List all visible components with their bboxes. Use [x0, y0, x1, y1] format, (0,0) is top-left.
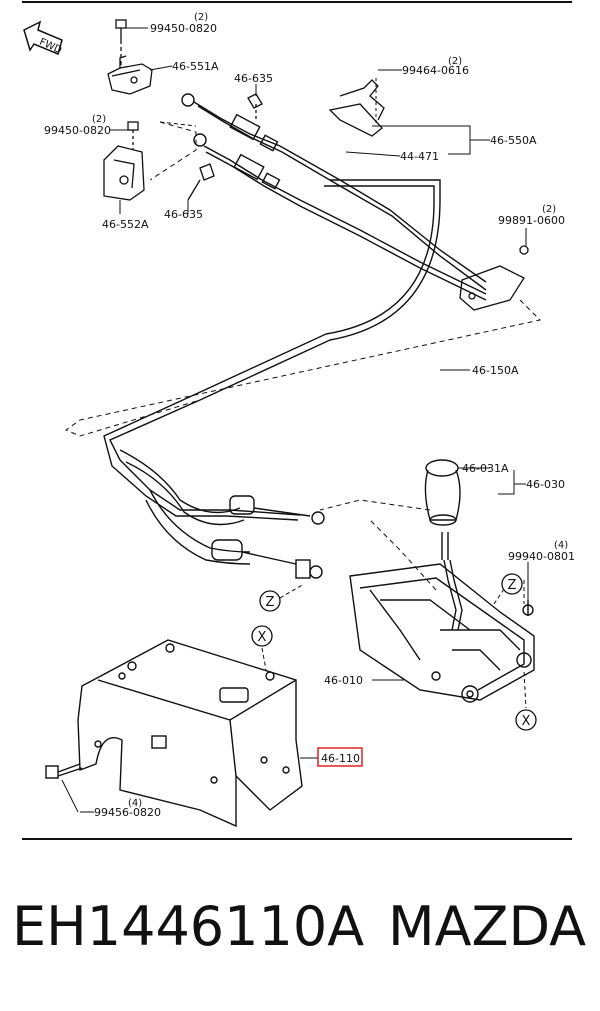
- highlight-box-46-110: [317, 747, 363, 767]
- label-46-150a: 46-150A: [472, 364, 519, 377]
- label-99464-0616: 99464-0616: [402, 64, 469, 77]
- cable-ends-lower: [119, 449, 325, 579]
- shift-bracket-46-110: [77, 639, 303, 828]
- exploded-parts-diagram: FWD: [22, 1, 575, 840]
- shift-lever: [441, 532, 463, 631]
- label-46-552a: 46-552A: [102, 218, 149, 231]
- bolt-lower-left: [45, 763, 83, 779]
- brand-name: MAZDA: [388, 895, 587, 958]
- ref-marker-x-left: X: [251, 625, 273, 647]
- svg-text:Z: Z: [508, 578, 517, 593]
- label-46-010: 46-010: [324, 674, 363, 687]
- part-number: EH1446110A: [12, 895, 365, 958]
- label-99940-0801: 99940-0801: [508, 550, 575, 563]
- label-99450-0820-top: 99450-0820: [150, 22, 217, 35]
- fwd-arrow-icon: FWD: [23, 20, 64, 56]
- svg-text:Z: Z: [266, 595, 275, 610]
- label-46-635-lower: 46-635: [164, 208, 203, 221]
- cable-bracket-right: [459, 245, 529, 311]
- clip-46-635-upper: [247, 93, 263, 120]
- svg-text:X: X: [522, 714, 531, 729]
- footer: EH1446110A MAZDA: [0, 895, 600, 975]
- svg-text:X: X: [258, 630, 267, 645]
- qty-99450-0820-mid: (2): [92, 114, 106, 125]
- label-44-471: 44-471: [400, 150, 439, 163]
- shift-base-assembly: [349, 563, 535, 703]
- label-46-030: 46-030: [526, 478, 565, 491]
- shift-knob: [424, 459, 461, 526]
- qty-99891-0600: (2): [542, 204, 556, 215]
- ref-marker-z-left: Z: [259, 590, 281, 612]
- qty-99940-0801: (4): [554, 540, 568, 551]
- ref-marker-z-right: Z: [501, 573, 523, 595]
- label-46-551a: 46-551A: [172, 60, 219, 73]
- qty-99456-0820: (4): [128, 798, 142, 809]
- bracket-46-551a: [107, 55, 153, 95]
- bracket-46-552a: [103, 145, 145, 201]
- qty-99450-0820-top: (2): [194, 12, 208, 23]
- clip-46-635-lower: [187, 163, 215, 201]
- label-99450-0820-mid: 99450-0820: [44, 124, 111, 137]
- label-46-550a: 46-550A: [490, 134, 537, 147]
- bolt-top-left: [115, 19, 127, 68]
- qty-99464-0616: (2): [448, 56, 462, 67]
- label-99456-0820: 99456-0820: [94, 806, 161, 819]
- bolt-left-mid: [127, 121, 139, 150]
- label-46-635-top: 46-635: [234, 72, 273, 85]
- shift-cable-assembly: [103, 93, 487, 521]
- label-46-031a: 46-031A: [462, 462, 509, 475]
- label-99891-0600: 99891-0600: [498, 214, 565, 227]
- label-46-110: 46-110: [321, 752, 360, 765]
- ref-marker-x-right: X: [515, 709, 537, 731]
